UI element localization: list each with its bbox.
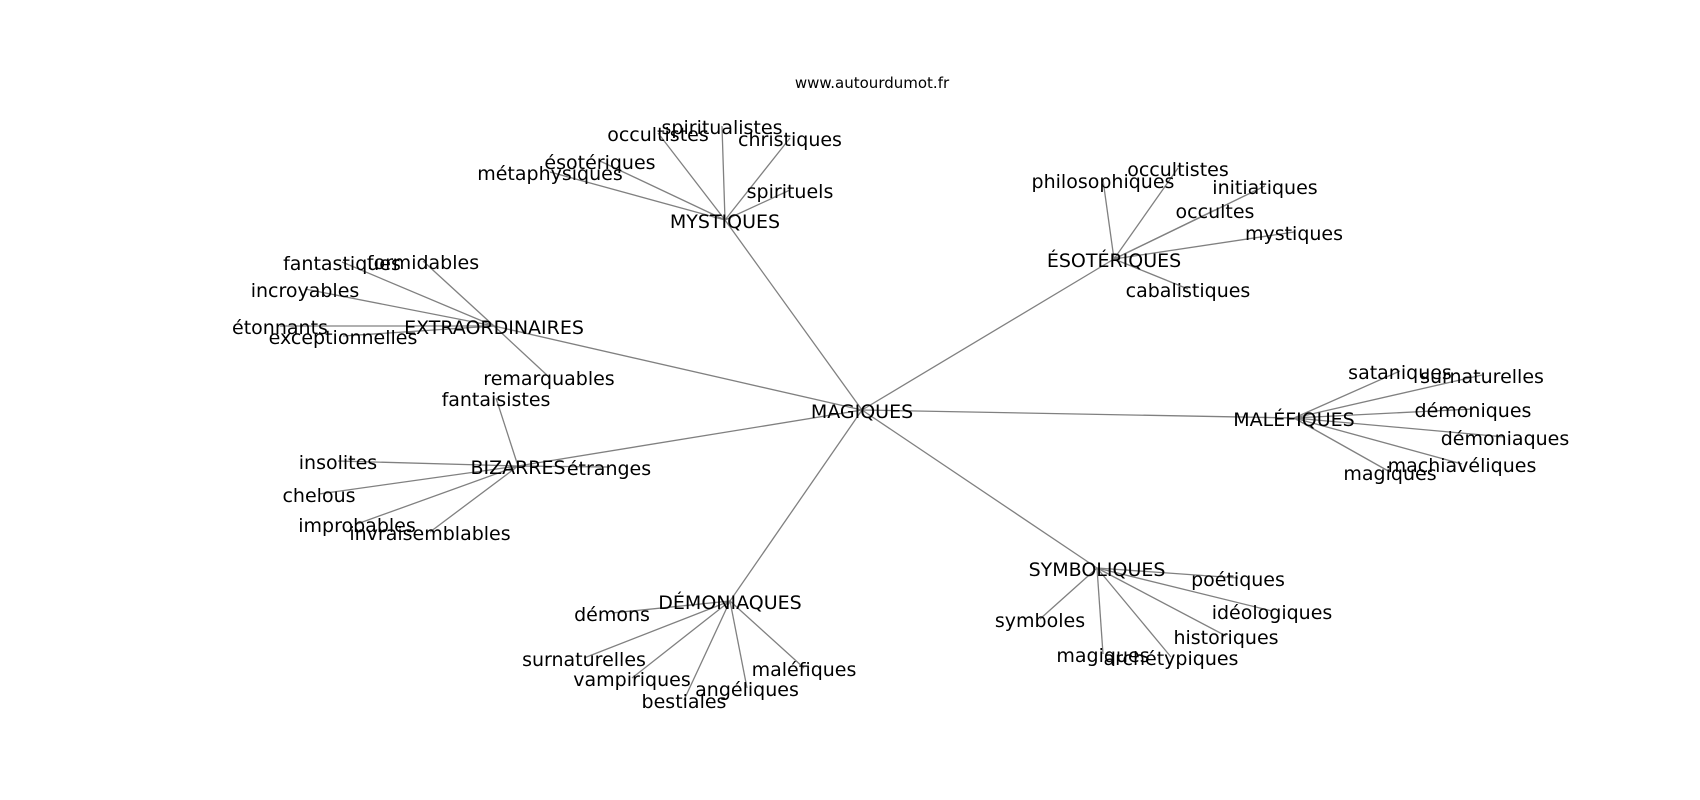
leaf-word-node[interactable]: fantastiques — [283, 253, 401, 275]
leaf-word-node[interactable]: incroyables — [251, 280, 360, 302]
leaf-word-node[interactable]: christiques — [738, 129, 842, 151]
edge-hub-to-word — [583, 600, 731, 659]
leaf-word-node[interactable]: remarquables — [483, 368, 614, 390]
edge-hub-to-word — [1102, 179, 1115, 260]
edge-hub-to-word — [304, 288, 495, 327]
edge-center-to-hub — [861, 409, 1295, 419]
leaf-word-node[interactable]: occultes — [1176, 201, 1255, 223]
center-word-node[interactable]: MAGIQUES — [811, 401, 913, 423]
leaf-word-node[interactable]: exceptionnelles — [269, 327, 418, 349]
leaf-word-node[interactable]: poétiques — [1191, 569, 1285, 591]
edge-hub-to-word — [1113, 209, 1216, 260]
leaf-word-node[interactable]: machiavéliques — [1388, 455, 1537, 477]
edge-hub-to-word — [1096, 567, 1273, 612]
hub-word-node[interactable]: BIZARRES — [470, 457, 565, 479]
edge-hub-to-word — [1293, 374, 1483, 419]
leaf-word-node[interactable]: initiatiques — [1212, 177, 1317, 199]
edge-hub-to-word — [721, 125, 726, 221]
leaf-word-node[interactable]: vampiriques — [573, 669, 691, 691]
leaf-word-node[interactable]: fantaisistes — [442, 389, 551, 411]
edge-hub-to-word — [657, 132, 726, 221]
edge-hub-to-word — [549, 171, 726, 221]
hub-word-node[interactable]: MYSTIQUES — [670, 211, 780, 233]
edge-center-to-hub — [493, 325, 863, 411]
edge-hub-to-word — [1096, 567, 1239, 579]
edge-hub-to-word — [729, 600, 805, 669]
edge-hub-to-word — [337, 460, 519, 467]
leaf-word-node[interactable]: improbables — [298, 515, 416, 537]
leaf-word-node[interactable]: occultistes — [1127, 159, 1229, 181]
edge-hub-to-word — [1293, 417, 1463, 465]
leaf-word-node[interactable]: archétypiques — [1104, 648, 1239, 670]
edge-hub-to-word — [1293, 370, 1401, 419]
leaf-word-node[interactable]: démoniques — [1415, 400, 1532, 422]
edge-hub-to-word — [611, 600, 731, 614]
edge-hub-to-word — [1293, 408, 1474, 419]
hub-word-node[interactable]: EXTRAORDINAIRES — [404, 317, 584, 339]
leaf-word-node[interactable]: angéliques — [695, 679, 799, 701]
edge-center-to-hub — [724, 219, 863, 411]
hub-word-node[interactable]: DÉMONIAQUES — [658, 591, 801, 614]
edge-hub-to-word — [422, 260, 495, 327]
edge-center-to-hub — [517, 409, 863, 467]
leaf-word-node[interactable]: ésotériques — [544, 152, 655, 174]
leaf-word-node[interactable]: formidables — [367, 252, 479, 274]
leaf-word-node[interactable]: étranges — [567, 458, 651, 480]
edge-hub-to-word — [342, 325, 495, 337]
leaf-word-node[interactable]: philosophiques — [1032, 171, 1175, 193]
leaf-word-node[interactable]: historiques — [1173, 627, 1278, 649]
leaf-word-node[interactable]: sataniques — [1348, 362, 1452, 384]
leaf-word-node[interactable]: magiques — [1343, 463, 1436, 485]
leaf-word-node[interactable]: maléfiques — [752, 659, 857, 681]
edge-hub-to-word — [1113, 167, 1179, 260]
edge-hub-to-word — [1096, 567, 1104, 655]
leaf-word-node[interactable]: surnaturelles — [1420, 366, 1544, 388]
edge-center-to-hub — [861, 409, 1098, 569]
edge-hub-to-word — [599, 160, 726, 221]
hub-word-node[interactable]: SYMBOLIQUES — [1029, 559, 1166, 581]
edge-hub-to-word — [1293, 417, 1391, 473]
leaf-word-node[interactable]: cabalistiques — [1126, 280, 1251, 302]
leaf-word-node[interactable]: bestiales — [642, 691, 727, 713]
edge-hub-to-word — [1293, 417, 1506, 438]
leaf-word-node[interactable]: spiritualistes — [662, 117, 783, 139]
leaf-word-node[interactable]: chelous — [282, 485, 355, 507]
leaf-word-node[interactable]: idéologiques — [1212, 602, 1333, 624]
edge-hub-to-word — [493, 325, 550, 378]
edge-hub-to-word — [631, 600, 731, 679]
leaf-word-node[interactable]: symboles — [995, 610, 1085, 632]
leaf-word-node[interactable]: magiques — [1056, 645, 1149, 667]
edge-hub-to-word — [1113, 258, 1189, 290]
edge-hub-to-word — [341, 261, 495, 327]
site-url: www.autourdumot.fr — [795, 74, 950, 92]
edge-hub-to-word — [356, 465, 519, 525]
edge-hub-to-word — [1096, 567, 1227, 637]
leaf-word-node[interactable]: occultistes — [607, 124, 709, 146]
edge-hub-to-word — [495, 397, 519, 467]
leaf-word-node[interactable]: démons — [574, 604, 650, 626]
edge-hub-to-word — [1039, 567, 1098, 620]
leaf-word-node[interactable]: insolites — [299, 452, 377, 474]
edge-hub-to-word — [724, 189, 791, 221]
edge-hub-to-word — [1113, 231, 1295, 260]
edge-hub-to-word — [729, 600, 748, 689]
edge-hub-to-word — [683, 600, 731, 701]
hub-word-node[interactable]: MALÉFIQUES — [1233, 408, 1354, 431]
leaf-word-node[interactable]: métaphysiques — [477, 163, 623, 185]
leaf-word-node[interactable]: étonnants — [232, 317, 328, 339]
edge-hub-to-word — [724, 137, 791, 221]
leaf-word-node[interactable]: invraisemblables — [349, 523, 510, 545]
hub-word-node[interactable]: ÉSOTÉRIQUES — [1047, 249, 1181, 272]
edge-center-to-hub — [729, 409, 863, 602]
leaf-word-node[interactable]: mystiques — [1245, 223, 1343, 245]
edge-hub-to-word — [517, 465, 610, 468]
leaf-word-node[interactable]: démoniaques — [1441, 428, 1570, 450]
edge-hub-to-word — [429, 465, 519, 533]
leaf-word-node[interactable]: surnaturelles — [522, 649, 646, 671]
edge-hub-to-word — [1096, 567, 1172, 658]
edge-center-to-hub — [861, 258, 1115, 411]
leaf-word-node[interactable]: spirituels — [747, 181, 834, 203]
edge-hub-to-word — [318, 465, 519, 495]
